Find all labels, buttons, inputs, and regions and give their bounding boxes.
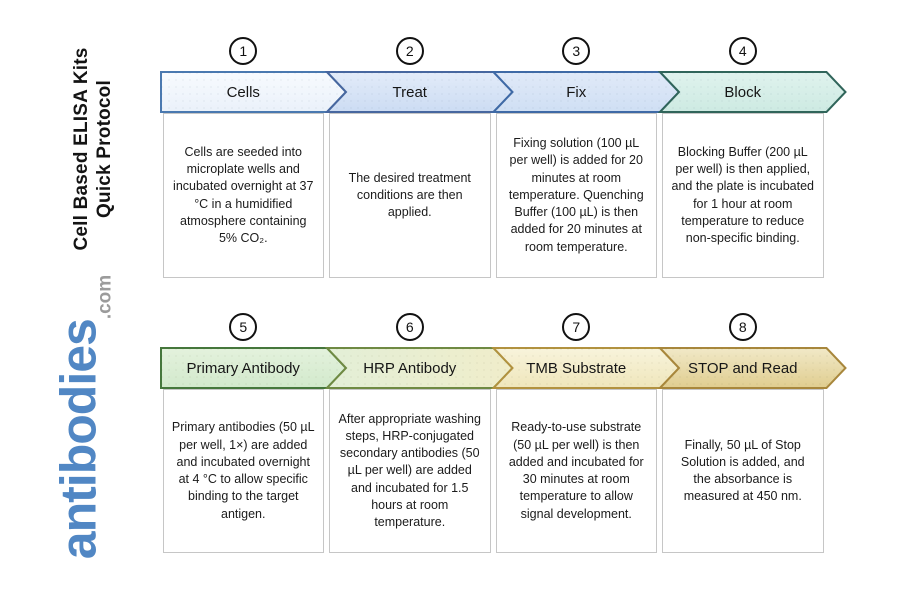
title-line-2: Quick Protocol [94,80,115,218]
step-description-4: Blocking Buffer (200 µL per well) is the… [671,144,814,245]
process-arrows-row-2: Primary Antibody HRP Antibody TMB Substr… [160,347,850,389]
step-number-badge-8: 8 [728,313,757,341]
step-description-box-4: Blocking Buffer (200 µL per well) is the… [662,113,824,278]
step-number-badge-4: 4 [728,37,757,65]
step-number-badge-7: 7 [562,313,591,341]
step-description-8: Finally, 50 µL of Stop Solution is added… [680,437,805,504]
step-number-badge-3: 3 [562,37,591,65]
step-label-primary-antibody: Primary Antibody [186,359,300,377]
vertical-title: Cell Based ELISA Kits Quick Protocol [70,47,116,250]
step-description-2: The desired treatment conditions are the… [348,170,471,220]
step-description-6: After appropriate washing steps, HRP-con… [338,411,481,530]
step-number-badge-1: 1 [229,37,258,65]
step-description-7: Ready-to-use substrate (50 µL per well) … [508,420,644,521]
logo-domain-suffix: .com [94,274,116,320]
antibodies-logo: antibodies.com [50,274,116,560]
arrow-texture [493,72,679,112]
arrow-texture [493,348,679,388]
arrow-texture [161,72,346,112]
description-row-1: Cells are seeded into microplate wells a… [160,113,826,278]
description-row-2: Primary antibodies (50 µL per well, 1×) … [160,389,826,553]
step-description-box-3: Fixing solution (100 µL per well) is add… [495,113,657,278]
step-description-1: Cells are seeded into microplate wells a… [173,144,314,245]
step-description-box-8: Finally, 50 µL of Stop Solution is added… [662,389,824,553]
step-label-fix: Fix [566,83,587,101]
step-label-stop-and-read: STOP and Read [687,359,798,377]
step-label-treat: Treat [392,83,427,101]
title-line-1: Cell Based ELISA Kits [71,47,92,251]
step-description-box-6: After appropriate washing steps, HRP-con… [329,389,491,553]
step-number-badge-2: 2 [395,37,424,65]
step-number-badge-6: 6 [395,313,424,341]
logo-wordmark: antibodies [50,319,107,560]
arrow-texture [161,348,346,388]
step-description-3: Fixing solution (100 µL per well) is add… [508,136,644,254]
process-arrows-row-1: Cells Treat Fix Block [160,71,850,113]
step-description-5: Primary antibodies (50 µL per well, 1×) … [171,420,315,521]
step-number-row-2: 5 6 7 8 [160,312,826,342]
arrow-texture [327,348,513,388]
step-label-tmb-substrate: TMB Substrate [526,359,627,377]
step-description-box-7: Ready-to-use substrate (50 µL per well) … [495,389,657,553]
step-description-box-2: The desired treatment conditions are the… [329,113,491,278]
step-label-cells: Cells [226,83,260,101]
arrow-texture [660,72,846,112]
arrow-texture [327,72,513,112]
step-number-badge-5: 5 [229,313,258,341]
step-label-hrp-antibody: HRP Antibody [363,359,457,377]
step-description-box-1: Cells are seeded into microplate wells a… [162,113,324,278]
step-number-row-1: 1 2 3 4 [160,36,826,66]
arrow-row-2-svg [160,347,847,389]
step-description-box-5: Primary antibodies (50 µL per well, 1×) … [162,389,324,553]
step-label-block: Block [724,83,762,101]
arrow-texture [660,348,846,388]
arrow-row-1-svg [160,71,847,113]
